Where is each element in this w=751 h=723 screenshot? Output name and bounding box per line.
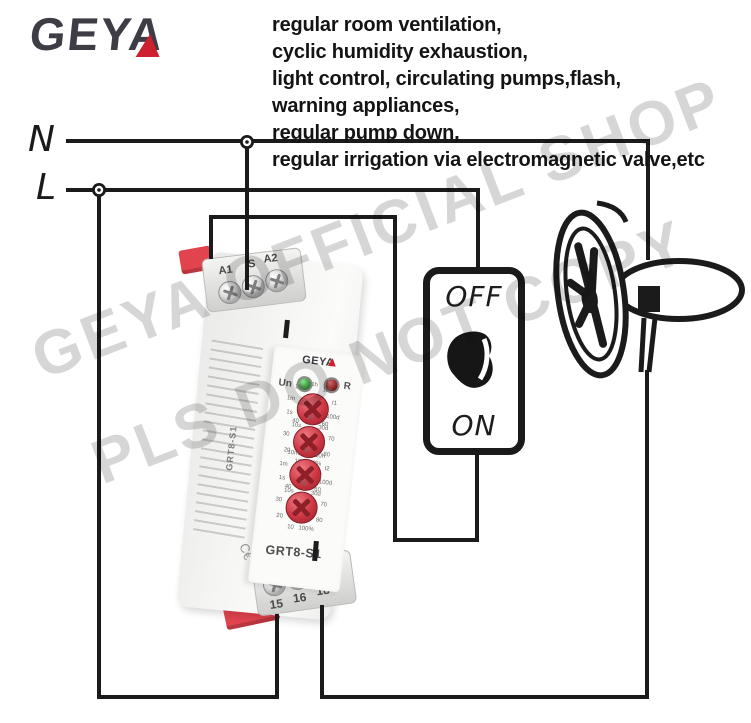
junction-node-n bbox=[240, 135, 254, 149]
fan-hub bbox=[581, 285, 598, 314]
power-switch[interactable]: OFF ON bbox=[423, 267, 525, 455]
application-description: regular room ventilation, cyclic humidit… bbox=[272, 12, 705, 174]
fan-motor-body bbox=[613, 258, 745, 322]
l-to-terminal15-wire bbox=[97, 188, 279, 699]
description-line: warning appliances, bbox=[272, 95, 460, 117]
description-line: regular room ventilation, bbox=[272, 14, 502, 36]
switch-off-label: OFF bbox=[445, 280, 503, 313]
fan-mount-bracket bbox=[638, 286, 660, 312]
junction-node-l bbox=[92, 183, 106, 197]
neutral-label: N bbox=[28, 119, 55, 160]
fan-mount-legs bbox=[638, 317, 658, 373]
switch-toggle-icon[interactable] bbox=[438, 319, 510, 403]
logo-red-triangle-icon bbox=[135, 34, 162, 57]
description-line: light control, circulating pumps,flash, bbox=[272, 68, 621, 90]
line-label: L bbox=[36, 167, 57, 208]
fan-illustration bbox=[553, 200, 745, 379]
switch-to-a1-wire bbox=[209, 215, 479, 542]
fan-face bbox=[553, 209, 629, 379]
description-line: cyclic humidity exhaustion, bbox=[272, 41, 528, 63]
description-line: regular irrigation via electromagnetic v… bbox=[272, 149, 705, 171]
fan-guard-arc bbox=[596, 200, 629, 224]
terminal18-to-fan-wire bbox=[320, 370, 649, 699]
geya-logo: GEYA bbox=[27, 8, 167, 60]
switch-on-label: ON bbox=[451, 409, 497, 442]
description-line: regular pump down, bbox=[272, 122, 460, 144]
